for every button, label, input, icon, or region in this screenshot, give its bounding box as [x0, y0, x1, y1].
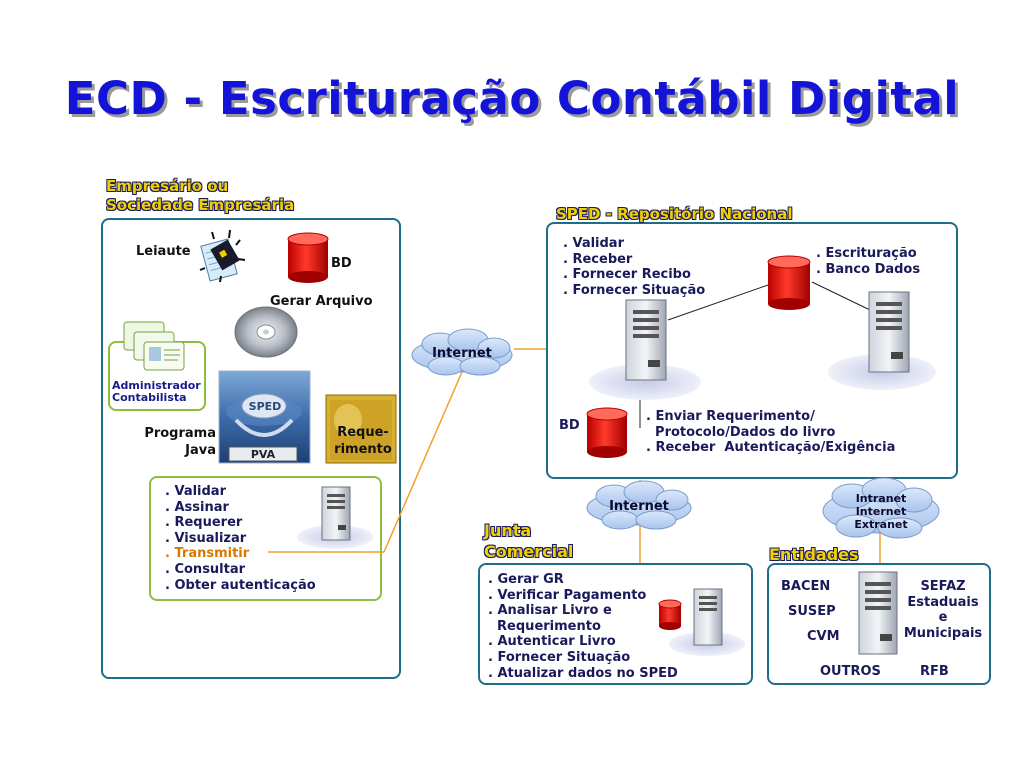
requerimento-label: Reque- rimento — [334, 425, 392, 457]
list-item: . Receber — [563, 251, 633, 267]
list-item: . Enviar Requerimento/ — [646, 409, 815, 424]
cylinder-sped-bd-icon — [586, 407, 628, 458]
server-empresario-icon — [297, 486, 373, 549]
empresario-header: Empresário ou Sociedade Empresária — [106, 177, 295, 214]
list-item: . Escrituração — [816, 246, 917, 261]
list-item: . Atualizar dados no SPED — [488, 665, 678, 681]
list-item: . Fornecer Situação — [563, 282, 706, 298]
entidade-sefaz: SEFAZ Estaduais e Municipais — [903, 579, 983, 641]
sped-requests-list: . Enviar Requerimento/ Protocolo/Dados d… — [646, 409, 895, 456]
sped-header: SPED - Repositório Nacional — [556, 205, 793, 223]
sped-actions-list: . Validar . Receber . Fornecer Recibo . … — [563, 236, 705, 298]
pva-program-icon — [218, 370, 311, 464]
intranet-cloud-label: Intranet Internet Extranet — [854, 492, 908, 531]
cloud-internet-left-icon — [411, 328, 513, 376]
sped-storage-list: . Escrituração . Banco Dados — [816, 246, 920, 277]
list-item: . Fornecer Situação — [488, 649, 631, 665]
cloud-intranet-icon — [822, 477, 940, 539]
internet-mid-label: Internet — [609, 499, 669, 514]
leiaute-icon — [199, 229, 246, 283]
bd-label: BD — [331, 256, 352, 271]
cylinder-junta-icon — [658, 599, 682, 630]
admin-cards-icon — [123, 321, 185, 371]
list-item: Protocolo/Dados do livro — [646, 424, 836, 440]
list-item: . Analisar Livro e — [488, 603, 612, 619]
server-entidades-icon — [858, 571, 898, 655]
requerimento-icon — [325, 394, 397, 464]
list-item: . Obter autenticação — [165, 577, 316, 593]
list-item: . Verificar Pagamento — [488, 587, 647, 603]
list-item: . Consultar — [165, 561, 246, 577]
list-item: . Gerar GR — [488, 572, 564, 587]
entidade-outros: OUTROS — [820, 664, 881, 679]
bd-cylinder-icon — [287, 232, 329, 283]
cylinder-storage-icon — [767, 255, 811, 310]
list-item: . Visualizar — [165, 530, 247, 546]
leiaute-label: Leiaute — [136, 244, 191, 259]
server-sped-left-icon — [589, 299, 701, 400]
pva-logo-text: SPED — [248, 400, 282, 413]
list-item-transmitir: . Transmitir — [165, 546, 250, 562]
junta-actions-list: . Gerar GR . Verificar Pagamento . Anali… — [488, 572, 678, 681]
entidade-susep: SUSEP — [788, 604, 836, 619]
internal-lines — [639, 281, 871, 428]
admin-label: Administrador Contabilista — [112, 379, 201, 404]
gerar-arquivo-label: Gerar Arquivo — [270, 294, 373, 309]
entidade-bacen: BACEN — [781, 579, 831, 594]
cloud-internet-mid-icon — [586, 480, 692, 530]
programa-java-label: Programa Java — [144, 426, 216, 458]
empresario-actions-list: . Validar . Assinar . Requerer . Visuali… — [165, 484, 316, 593]
list-item: . Receber Autenticação/Exigência — [646, 440, 896, 456]
list-item: Requerimento — [488, 618, 601, 634]
list-item: . Validar — [563, 236, 624, 251]
server-sped-right-icon — [828, 291, 936, 390]
list-item: . Banco Dados — [816, 261, 921, 277]
cd-icon — [234, 306, 298, 358]
internet-left-label: Internet — [432, 346, 492, 361]
list-item: . Fornecer Recibo — [563, 267, 691, 283]
pva-label: PVA — [250, 448, 276, 461]
entidade-cvm: CVM — [807, 629, 840, 644]
page-title: ECD - Escrituração Contábil Digital — [64, 72, 960, 125]
entidades-header: Entidades — [769, 545, 859, 564]
list-item: . Assinar — [165, 499, 229, 515]
list-item: . Validar — [165, 484, 226, 499]
sped-bd-label: BD — [559, 418, 580, 433]
server-junta-icon — [669, 588, 745, 656]
entidade-rfb: RFB — [920, 664, 949, 679]
list-item: . Autenticar Livro — [488, 634, 616, 650]
junta-header: Junta Comercial — [484, 521, 574, 561]
list-item: . Requerer — [165, 515, 243, 531]
